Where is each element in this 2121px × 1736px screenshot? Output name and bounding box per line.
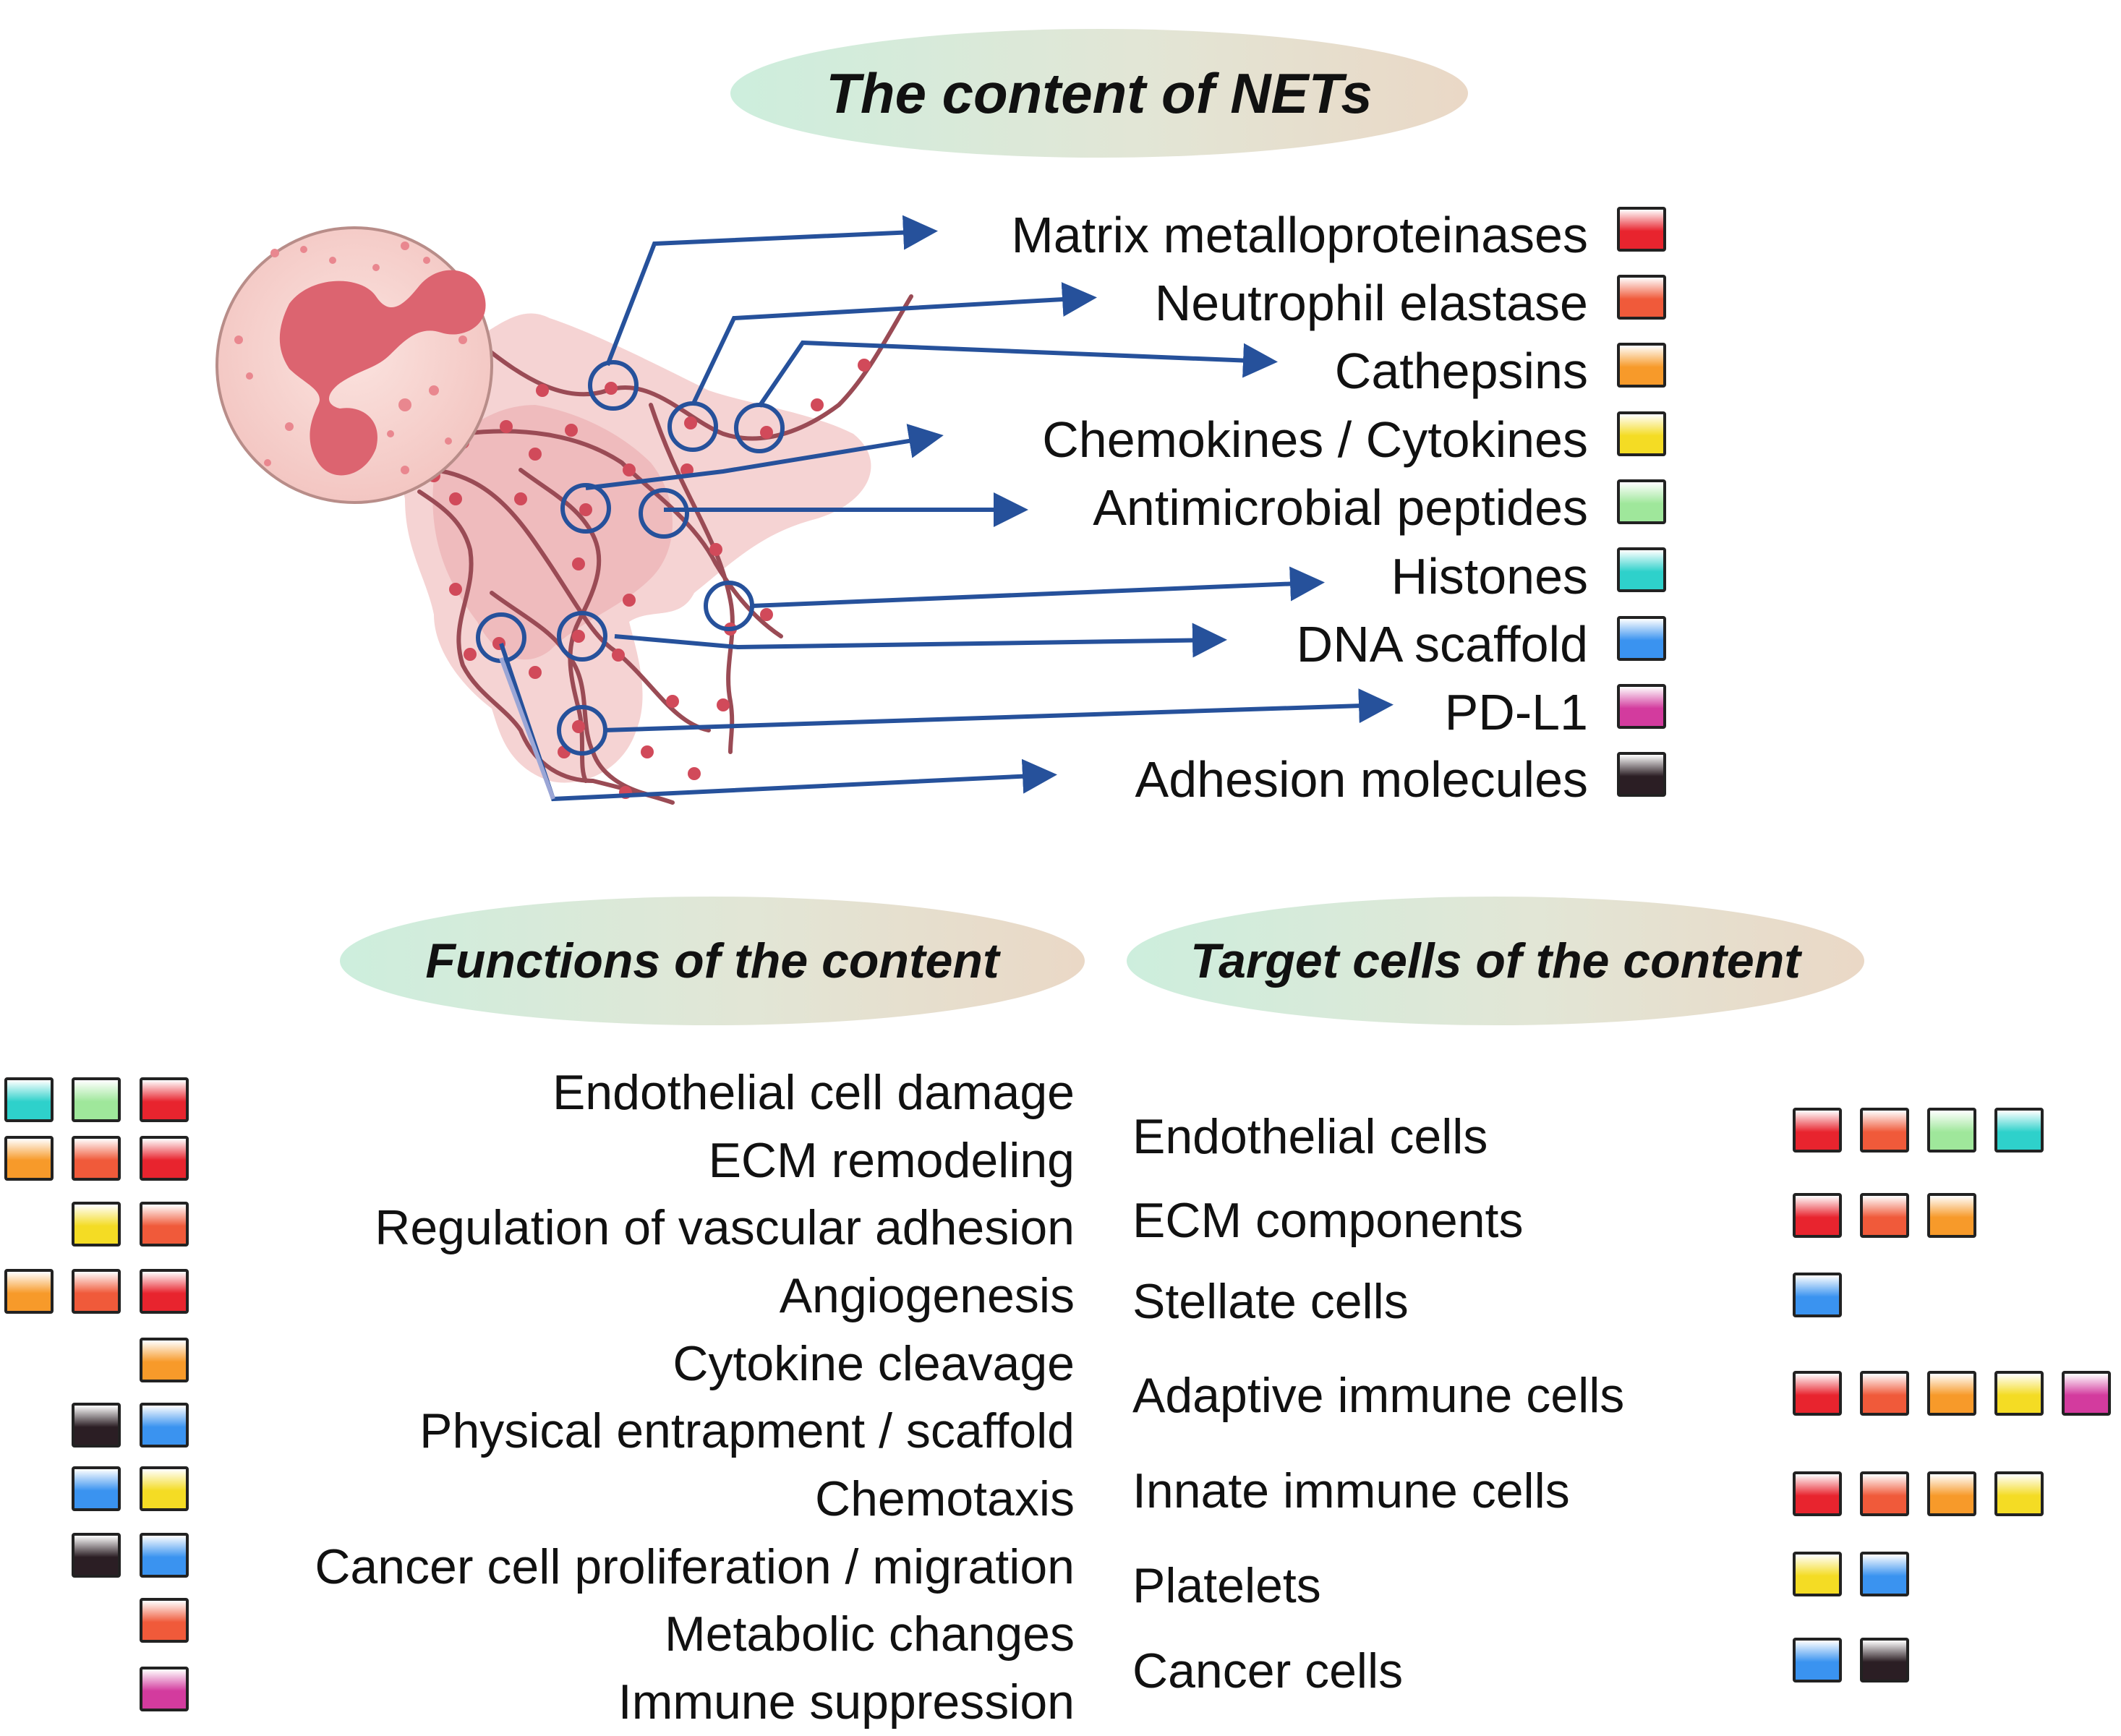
targets-oval: Target cells of the content [1127, 897, 1864, 1025]
target-square-ne [1860, 1193, 1909, 1238]
function-square-pdl1 [140, 1667, 189, 1711]
function-square-mmp [140, 1269, 189, 1314]
target-label: Adaptive immune cells [1132, 1368, 1625, 1423]
title-oval: The content of NETs [730, 29, 1468, 158]
functions-oval: Functions of the content [340, 897, 1085, 1025]
target-label: Stellate cells [1132, 1274, 1409, 1329]
function-square-histones [4, 1077, 54, 1122]
dna-beads [427, 359, 871, 799]
function-square-adhesion [72, 1533, 121, 1578]
target-square-mmp [1793, 1193, 1842, 1238]
content-label-chemokines: Chemokines / Cytokines [1042, 411, 1588, 468]
neutrophil-nucleus [279, 270, 486, 476]
content-label-adhesion: Adhesion molecules [1135, 751, 1588, 808]
functions-oval-text: Functions of the content [425, 933, 999, 988]
legend-square-dna [1617, 616, 1666, 661]
neutrophil-cell [215, 226, 493, 504]
function-square-chemokines [140, 1466, 189, 1511]
function-label: Chemotaxis [814, 1471, 1075, 1526]
function-label: Cancer cell proliferation / migration [315, 1539, 1075, 1594]
function-square-ne [72, 1269, 121, 1314]
legend-square-mmp [1617, 207, 1666, 252]
function-label: Regulation of vascular adhesion [375, 1200, 1075, 1255]
legend-square-adhesion [1617, 752, 1666, 797]
function-label: Immune suppression [618, 1675, 1075, 1729]
target-square-pdl1 [2062, 1371, 2111, 1416]
function-square-amp [72, 1077, 121, 1122]
function-label: Physical entrapment / scaffold [419, 1403, 1075, 1458]
function-square-adhesion [72, 1403, 121, 1448]
content-label-pdl1: PD-L1 [1444, 684, 1588, 740]
title-text: The content of NETs [826, 61, 1373, 125]
function-square-dna [140, 1403, 189, 1448]
target-label: ECM components [1132, 1193, 1524, 1248]
target-square-dna [1793, 1638, 1842, 1682]
function-square-cathepsins [4, 1269, 54, 1314]
function-square-ne [140, 1598, 189, 1643]
target-square-mmp [1793, 1371, 1842, 1416]
targets-oval-text: Target cells of the content [1190, 933, 1801, 988]
legend-square-amp [1617, 479, 1666, 524]
target-square-histones [1994, 1108, 2044, 1153]
legend-square-cathepsins [1617, 343, 1666, 388]
target-label: Cancer cells [1132, 1643, 1404, 1698]
target-label: Platelets [1132, 1558, 1321, 1613]
target-label: Innate immune cells [1132, 1463, 1570, 1518]
function-label: Metabolic changes [664, 1607, 1075, 1662]
target-square-ne [1860, 1108, 1909, 1153]
legend-square-histones [1617, 547, 1666, 592]
content-label-mmp: Matrix metalloproteinases [1011, 207, 1588, 263]
function-label: ECM remodeling [708, 1133, 1075, 1188]
net-illustration [215, 215, 1394, 805]
function-label: Endothelial cell damage [552, 1065, 1075, 1120]
target-label: Endothelial cells [1132, 1109, 1488, 1164]
target-square-dna [1793, 1273, 1842, 1317]
function-square-cathepsins [4, 1136, 54, 1181]
target-square-cathepsins [1927, 1471, 1976, 1516]
target-square-ne [1860, 1371, 1909, 1416]
legend-square-chemokines [1617, 411, 1666, 456]
connector-arrows [499, 215, 1394, 802]
function-square-mmp [140, 1136, 189, 1181]
target-square-chemokines [1793, 1552, 1842, 1596]
target-square-cathepsins [1927, 1193, 1976, 1238]
function-square-ne [140, 1202, 189, 1247]
function-square-cathepsins [140, 1338, 189, 1382]
content-label-ne: Neutrophil elastase [1154, 275, 1588, 331]
target-square-chemokines [1994, 1471, 2044, 1516]
legend-square-ne [1617, 275, 1666, 320]
function-label: Cytokine cleavage [673, 1336, 1075, 1391]
target-square-chemokines [1994, 1371, 2044, 1416]
adhesion-diagonal [499, 657, 555, 800]
function-square-dna [140, 1533, 189, 1578]
function-square-ne [72, 1136, 121, 1181]
content-label-histones: Histones [1391, 548, 1588, 604]
function-square-chemokines [72, 1202, 121, 1247]
content-label-amp: Antimicrobial peptides [1093, 479, 1588, 536]
legend-square-pdl1 [1617, 684, 1666, 729]
target-square-adhesion [1860, 1638, 1909, 1682]
content-label-cathepsins: Cathepsins [1334, 343, 1588, 399]
function-label: Angiogenesis [779, 1268, 1075, 1323]
function-square-dna [72, 1466, 121, 1511]
target-square-ne [1860, 1471, 1909, 1516]
target-square-mmp [1793, 1108, 1842, 1153]
target-square-cathepsins [1927, 1371, 1976, 1416]
target-square-mmp [1793, 1471, 1842, 1516]
target-square-amp [1927, 1108, 1976, 1153]
target-square-dna [1860, 1552, 1909, 1596]
function-square-mmp [140, 1077, 189, 1122]
content-label-dna: DNA scaffold [1296, 616, 1588, 672]
